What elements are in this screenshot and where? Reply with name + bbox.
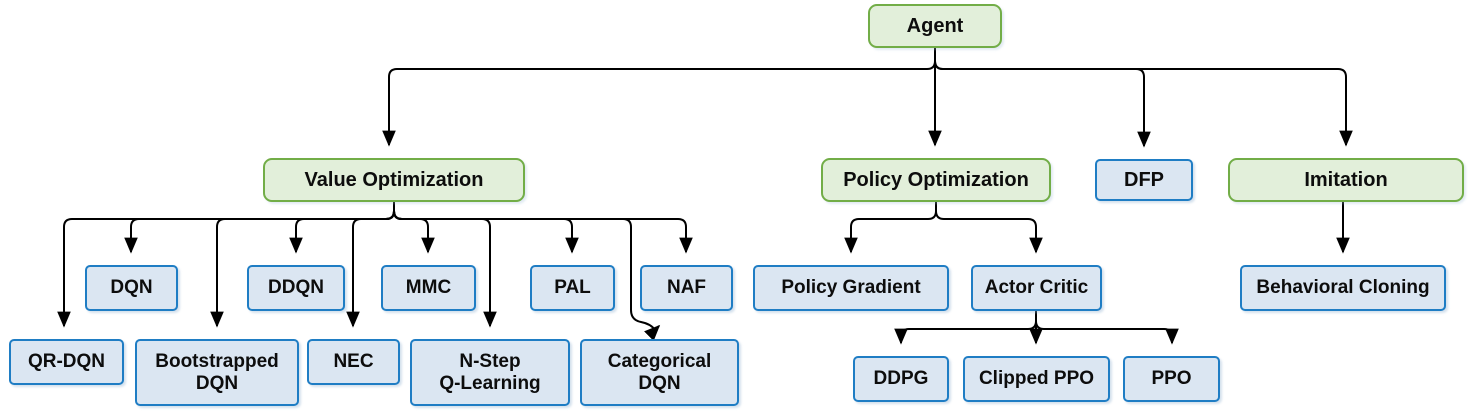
edge-value-optimization-ddqn [289, 202, 395, 254]
node-label-dfp: DFP [1124, 168, 1164, 191]
node-label-ddqn: DDQN [268, 277, 324, 299]
node-label-nec: NEC [333, 351, 374, 373]
node-n-step-q-learning[interactable]: N-Step Q-Learning [410, 339, 570, 406]
node-label-clipped-ppo: Clipped PPO [978, 368, 1095, 390]
edge-policy-optimization-policy-gradient [844, 202, 937, 254]
edge-value-optimization-naf [393, 202, 693, 254]
node-nec[interactable]: NEC [307, 339, 400, 385]
edge-agent-value-optimization [382, 48, 936, 147]
node-actor-critic[interactable]: Actor Critic [971, 265, 1102, 311]
node-label-ppo: PPO [1151, 368, 1192, 390]
edge-actor-critic-ppo [1035, 311, 1179, 345]
node-label-pal: PAL [554, 277, 591, 299]
node-label-mmc: MMC [405, 277, 452, 299]
node-policy-opt[interactable]: Policy Optimization [821, 158, 1051, 202]
node-label-categorical-dqn: Categorical DQN [607, 350, 712, 394]
node-label-qr-dqn: QR-DQN [27, 351, 106, 373]
node-policy-gradient[interactable]: Policy Gradient [753, 265, 949, 311]
node-label-value-opt: Value Optimization [304, 168, 484, 191]
node-mmc[interactable]: MMC [381, 265, 476, 311]
edge-policy-optimization-actor-critic [935, 202, 1043, 254]
node-ppo[interactable]: PPO [1123, 356, 1220, 402]
node-label-ddpg: DDPG [873, 368, 929, 390]
node-pal[interactable]: PAL [530, 265, 615, 311]
edge-actor-critic-ddpg [894, 311, 1037, 345]
node-label-naf: NAF [666, 277, 707, 299]
node-categorical-dqn[interactable]: Categorical DQN [580, 339, 739, 406]
node-label-policy-opt: Policy Optimization [843, 168, 1029, 191]
edge-agent-dfp [934, 48, 1151, 148]
edge-agent-imitation [934, 48, 1353, 147]
node-label-imitation: Imitation [1304, 168, 1388, 191]
node-ddpg[interactable]: DDPG [853, 356, 949, 402]
edge-value-optimization-dqn [124, 202, 395, 254]
node-clipped-ppo[interactable]: Clipped PPO [963, 356, 1110, 402]
edge-value-optimization-pal [393, 202, 579, 254]
node-value-opt[interactable]: Value Optimization [263, 158, 525, 202]
node-label-n-step-q-learning: N-Step Q-Learning [439, 350, 541, 394]
node-label-actor-critic: Actor Critic [984, 277, 1089, 299]
node-label-policy-gradient: Policy Gradient [781, 277, 921, 299]
node-label-dqn: DQN [110, 277, 153, 299]
edge-value-optimization-mmc [393, 202, 435, 254]
node-label-agent: Agent [906, 14, 964, 37]
node-label-bootstrapped-dqn: Bootstrapped DQN [155, 350, 279, 394]
node-ddqn[interactable]: DDQN [247, 265, 345, 311]
node-imitation[interactable]: Imitation [1228, 158, 1464, 202]
node-agent[interactable]: Agent [868, 4, 1002, 48]
node-naf[interactable]: NAF [640, 265, 733, 311]
node-qr-dqn[interactable]: QR-DQN [9, 339, 124, 385]
node-behavioral-cloning[interactable]: Behavioral Cloning [1240, 265, 1446, 311]
node-label-behavioral-cloning: Behavioral Cloning [1256, 277, 1430, 299]
node-dqn[interactable]: DQN [85, 265, 178, 311]
node-dfp[interactable]: DFP [1095, 159, 1193, 201]
node-bootstrapped-dqn[interactable]: Bootstrapped DQN [135, 339, 299, 406]
